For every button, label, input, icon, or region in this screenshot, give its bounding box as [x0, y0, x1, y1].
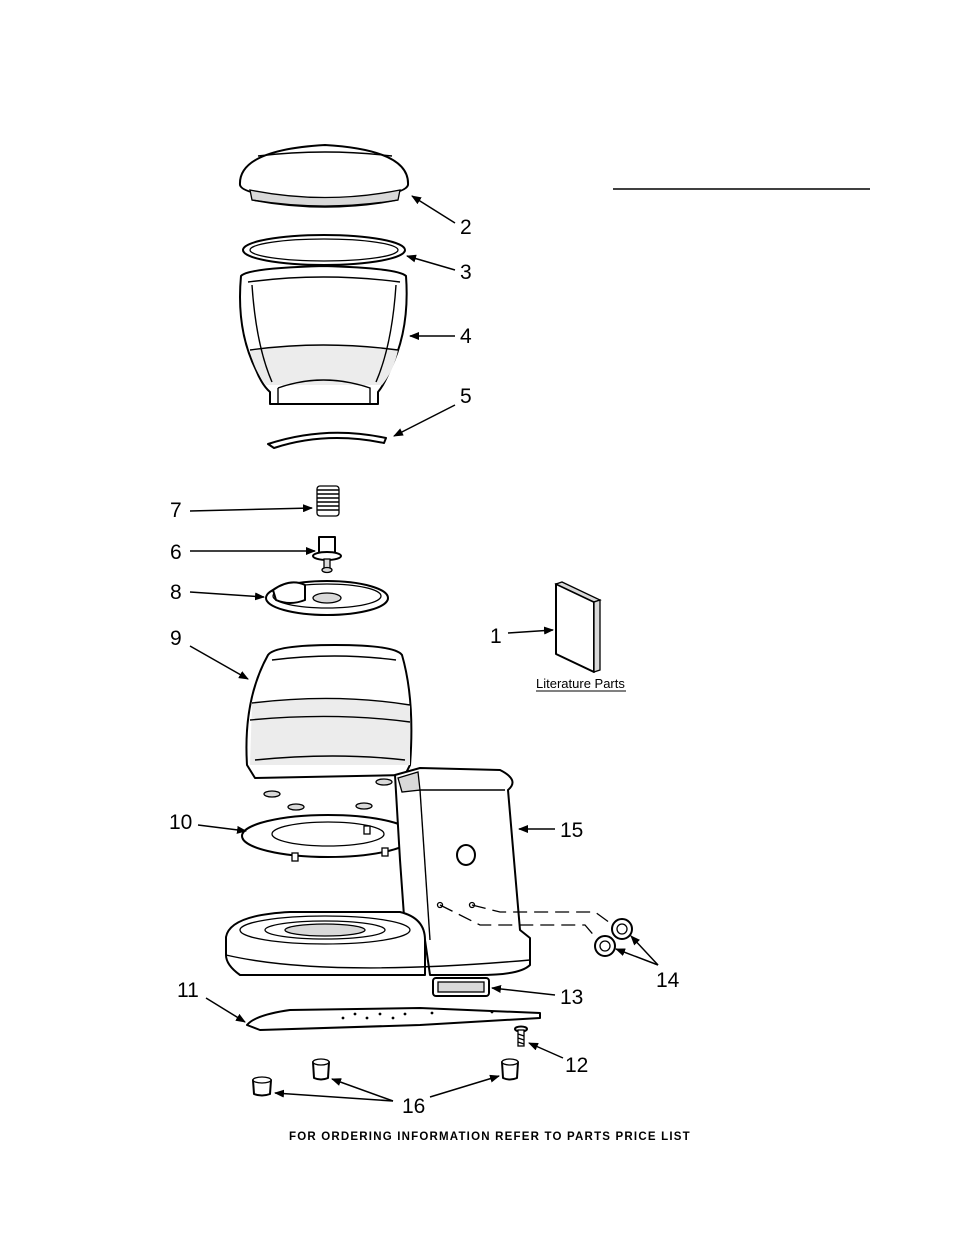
part-12-screw: [515, 1027, 527, 1047]
callout-12: 12: [565, 1054, 588, 1077]
part-14-washers: [595, 919, 632, 956]
callout-3: 3: [460, 261, 472, 284]
callout-labels: 2 3 4 5 7 6 8 9 1 10 15 14 11 13 12 16: [169, 216, 680, 1118]
part-4-bowl: [240, 266, 407, 404]
part-13-plate: [433, 978, 489, 996]
callout-2: 2: [460, 216, 472, 239]
washers: [264, 779, 392, 810]
part-3-gasket: [243, 235, 405, 265]
footer-ordering-info: FOR ORDERING INFORMATION REFER TO PARTS …: [289, 1131, 691, 1143]
part-6-hub: [313, 537, 341, 573]
part-5-clip-ring: [268, 433, 386, 448]
callout-16: 16: [402, 1095, 425, 1118]
part-1-literature: [556, 582, 600, 672]
callout-10: 10: [169, 811, 192, 834]
part-9-housing: [246, 645, 411, 778]
part-10-plate: [242, 815, 414, 861]
callout-7: 7: [170, 499, 182, 522]
part-2-lid: [240, 145, 408, 207]
part-11-bottom-plate: [247, 1008, 540, 1030]
callout-13: 13: [560, 986, 583, 1009]
literature-parts-label: Literature Parts: [536, 676, 625, 691]
part-7-spring: [317, 486, 339, 516]
callout-14: 14: [656, 969, 680, 992]
callout-1: 1: [490, 625, 502, 648]
callout-5: 5: [460, 385, 472, 408]
callout-8: 8: [170, 581, 182, 604]
part-8-disc: [266, 581, 388, 615]
callout-15: 15: [560, 819, 583, 842]
callout-11: 11: [177, 979, 199, 1002]
part-16-feet: [253, 1059, 518, 1096]
callout-9: 9: [170, 627, 182, 650]
callout-4: 4: [460, 325, 472, 348]
callout-6: 6: [170, 541, 182, 564]
